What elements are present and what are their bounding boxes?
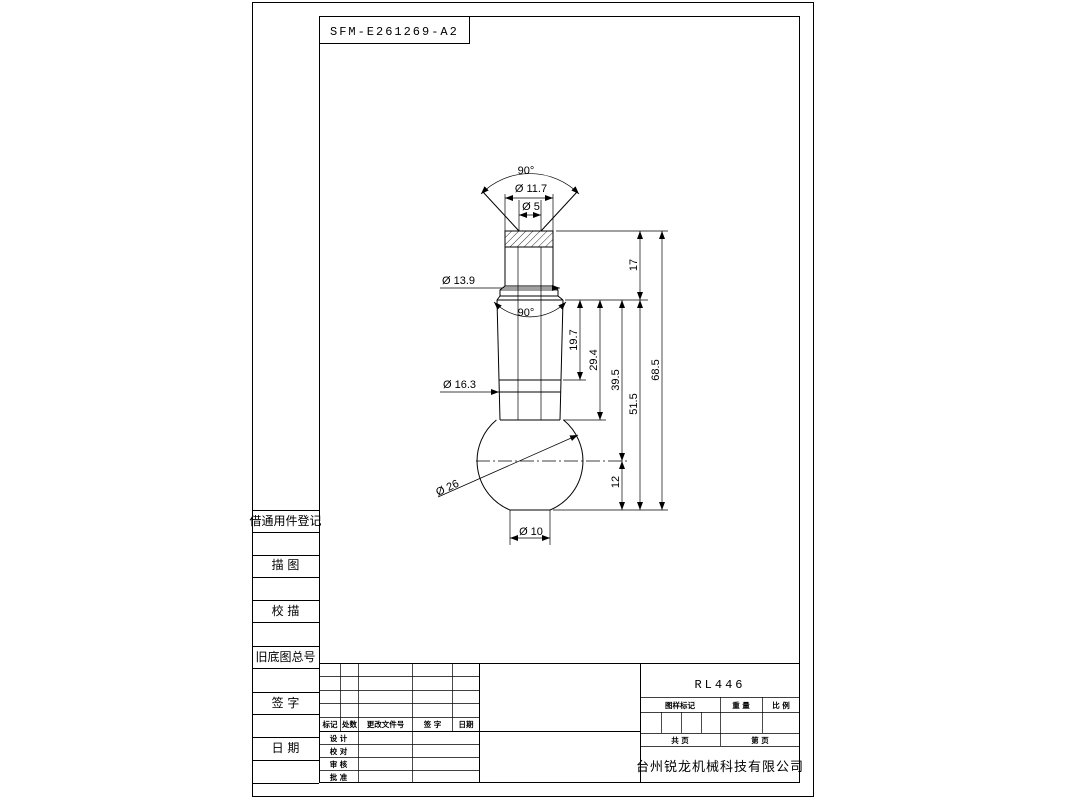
dia-26-label: Ø 26	[434, 478, 461, 499]
len-68-5-label: 68.5	[650, 359, 662, 380]
body-left-edge	[496, 299, 501, 421]
dia-5-label: Ø 5	[522, 201, 540, 213]
dia-26-leader	[437, 434, 579, 498]
approval-review: 审 核	[330, 759, 348, 769]
outer-border	[252, 2, 814, 797]
title-block: 标记 处数 更改文件号 签 字 日期 设 计 校 对 审 核 批 准 RL446…	[319, 663, 804, 783]
side-label-checked-trace: 校 描	[272, 603, 300, 618]
company-name: 台州锐龙机械科技有限公司	[636, 760, 804, 775]
top-angle-label: 90°	[518, 165, 535, 177]
collar-outline	[499, 285, 559, 297]
side-label-traced: 描 图	[272, 558, 300, 572]
collar-chamfer-right	[557, 295, 564, 301]
revision-header-date: 日期	[459, 719, 474, 729]
dia-10-label: Ø 10	[519, 526, 543, 538]
revision-header-change-doc: 更改文件号	[367, 719, 405, 729]
drawing-number: SFM-E261269-A2	[330, 25, 459, 39]
body-right-edge	[559, 299, 564, 421]
collar-chamfer-left	[496, 295, 501, 301]
inner-border	[319, 16, 800, 783]
len-51-5-label: 51.5	[628, 393, 640, 414]
side-label-signature: 签 字	[272, 695, 300, 710]
sheet-number-label: 第 页	[751, 735, 769, 745]
countersink-right-edge	[540, 191, 578, 232]
top-angle-arc	[480, 173, 580, 195]
dia-13-9-label: Ø 13.9	[442, 275, 475, 287]
sheet-frames	[252, 2, 814, 797]
side-label-old-base-number: 旧底图总号	[255, 649, 315, 664]
side-label-borrowed-parts: 借通用件登记	[249, 513, 321, 528]
total-sheets-label: 共 页	[671, 735, 689, 745]
hatched-section	[504, 230, 554, 248]
dia-11-7-label: Ø 11.7	[515, 183, 547, 195]
approval-design: 设 计	[330, 733, 348, 743]
ball-outline	[476, 419, 584, 511]
approval-proofread: 校 对	[330, 746, 348, 756]
scale-label: 比 例	[772, 700, 790, 710]
collar-angle-arc	[493, 301, 567, 318]
part-drawing: 90° Ø 11.7 Ø 5 Ø 13.9 90°	[434, 165, 668, 545]
len-17-label: 17	[628, 259, 640, 271]
len-12-label: 12	[610, 476, 622, 488]
dia-16-3-label: Ø 16.3	[443, 379, 476, 391]
len-29-4-label: 29.4	[588, 349, 600, 370]
countersink-left-edge	[482, 191, 520, 232]
approval-approve: 批 准	[330, 772, 348, 782]
len-19-7-label: 19.7	[568, 329, 580, 350]
part-name: RL446	[694, 678, 745, 692]
drawing-number-frame	[319, 16, 470, 44]
revision-header-count: 处数	[341, 719, 357, 729]
drawing-number-box: SFM-E261269-A2	[319, 16, 470, 44]
weight-label: 重 量	[732, 700, 750, 710]
collar-angle-label: 90°	[518, 307, 535, 319]
revision-header-signature: 签 字	[423, 719, 442, 729]
len-39-5-label: 39.5	[610, 369, 622, 390]
revision-header-mark: 标记	[322, 719, 338, 729]
side-label-date: 日 期	[272, 741, 300, 755]
sample-mark-label: 图样标记	[665, 700, 695, 710]
side-column: 借通用件登记 描 图 校 描 旧底图总号 签 字 日 期	[249, 510, 322, 784]
